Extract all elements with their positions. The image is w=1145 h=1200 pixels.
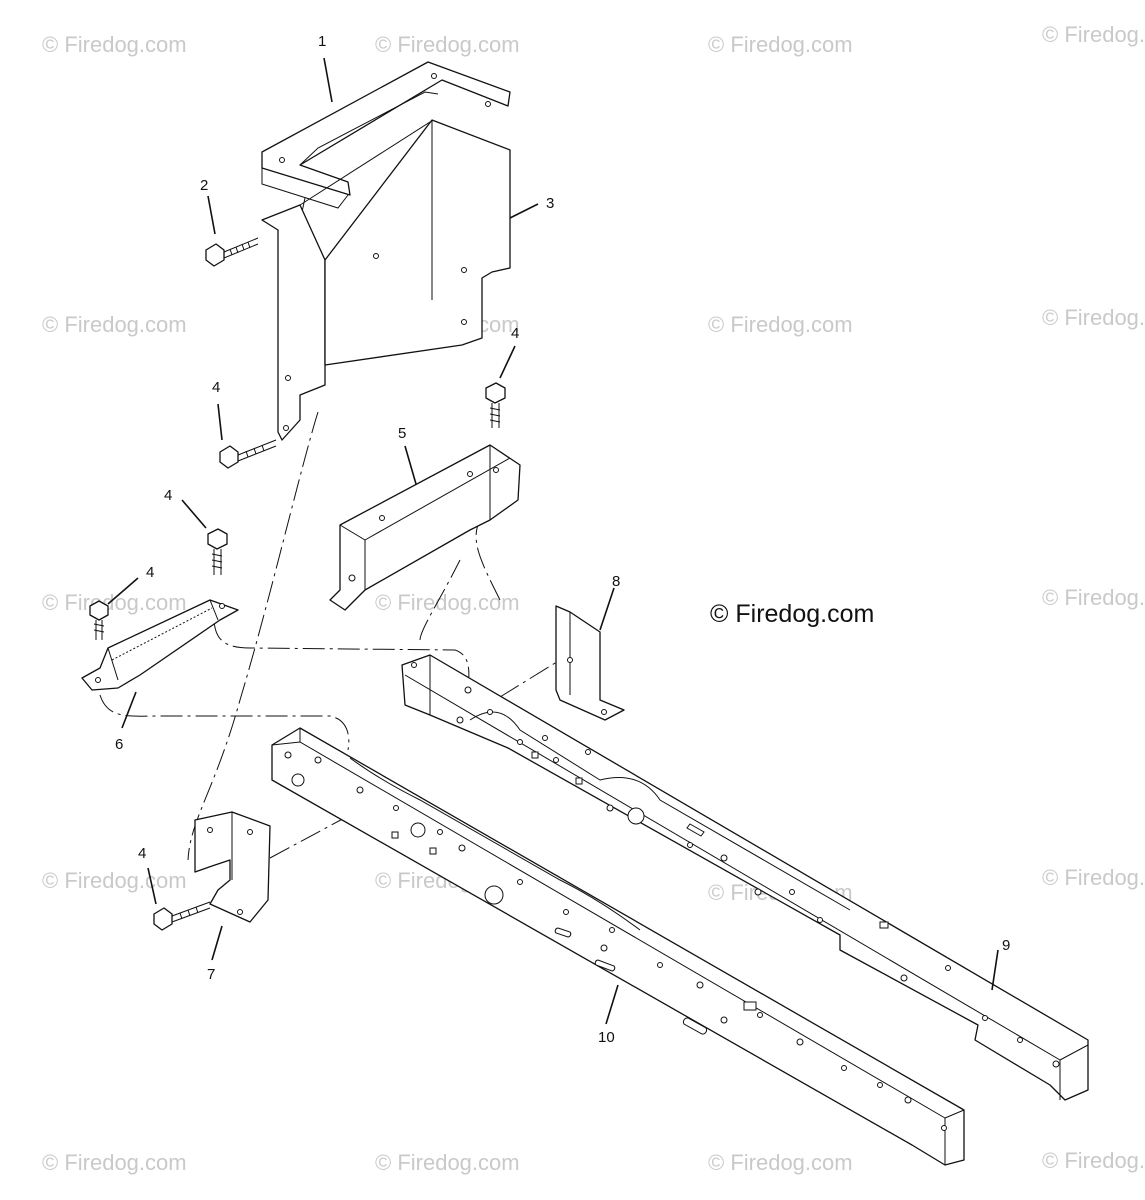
- callout-7: 7: [207, 966, 215, 983]
- callout-10: 10: [598, 1029, 615, 1046]
- callout-4: 4: [212, 379, 220, 396]
- part-6-strap: [81, 599, 239, 691]
- watermark: © Firedog.com: [708, 32, 853, 57]
- watermark: © Firedog.com: [1042, 1148, 1145, 1173]
- callout-1: 1: [318, 33, 326, 50]
- watermark: © Firedog.com: [1042, 585, 1145, 610]
- watermark: © Firedog.com: [1042, 22, 1145, 47]
- bolt-4-d: [89, 600, 109, 640]
- callout-8: 8: [612, 573, 620, 590]
- bolt-2: [205, 237, 259, 267]
- leader-lines: [107, 57, 999, 1025]
- bolt-4-c: [207, 528, 228, 575]
- part-9-frame-rail: [401, 654, 1089, 1101]
- callout-6: 6: [115, 736, 123, 753]
- watermark: © Firedog.com: [42, 32, 187, 57]
- part-1-top-bracket: [261, 61, 511, 209]
- watermark: © Firedog.com: [708, 1150, 853, 1175]
- watermark: © Firedog.com: [375, 590, 520, 615]
- part-3-shield: [261, 119, 511, 441]
- watermark: © Firedog.com: [42, 312, 187, 337]
- watermark: © Firedog.com: [42, 868, 187, 893]
- callout-4: 4: [146, 564, 154, 581]
- callout-2: 2: [200, 177, 208, 194]
- callouts: 1 2 3 4 4 4 4 4 5 6 7 8 9 10: [115, 33, 1010, 1046]
- callout-4: 4: [164, 487, 172, 504]
- bolt-4-e: [153, 901, 211, 931]
- part-10-frame-rail: [271, 727, 965, 1166]
- callout-4: 4: [511, 325, 519, 342]
- watermark: © Firedog.com: [1042, 305, 1145, 330]
- watermark: © Firedog.com: [375, 1150, 520, 1175]
- callout-4: 4: [138, 845, 146, 862]
- watermark: © Firedog.com: [42, 590, 187, 615]
- callout-5: 5: [398, 425, 406, 442]
- center-watermark: © Firedog.com: [710, 600, 874, 628]
- watermark: © Firedog.com: [375, 32, 520, 57]
- bolt-4-a: [219, 439, 277, 469]
- watermark: © Firedog.com: [1042, 865, 1145, 890]
- watermark: © Firedog.com: [42, 1150, 187, 1175]
- callout-9: 9: [1002, 937, 1010, 954]
- part-7-bracket: [194, 811, 271, 923]
- part-8-bracket: [555, 605, 625, 721]
- bolt-4-b: [485, 382, 506, 428]
- watermark: © Firedog.com: [708, 312, 853, 337]
- part-5-bracket: [329, 444, 521, 611]
- callout-3: 3: [546, 195, 554, 212]
